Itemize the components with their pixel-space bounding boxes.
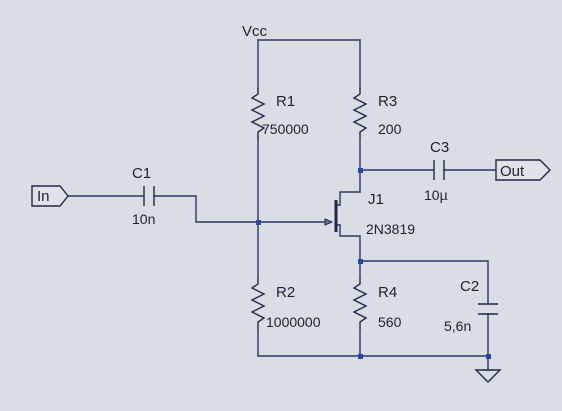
n-channel-jfet-icon [324, 200, 340, 232]
ground-junction-c2 [486, 354, 491, 359]
r4-ref: R4 [378, 284, 397, 301]
wires [65, 39, 497, 371]
input-port-label: In [37, 188, 50, 205]
source-lead-wire [339, 224, 361, 279]
output-port[interactable]: Out [495, 159, 551, 181]
r4-value: 560 [378, 314, 402, 330]
input-port[interactable]: In [31, 185, 69, 207]
ground-junction-r4 [358, 354, 363, 359]
resistor-r3[interactable]: R3 200 [352, 88, 402, 140]
r1-ref: R1 [276, 93, 295, 110]
capacitor-c3[interactable]: C3 10µ [424, 139, 449, 203]
c3-value: 10µ [424, 187, 448, 203]
r2-ref: R2 [276, 284, 295, 301]
c1-right-wire [153, 195, 259, 223]
j1-ref: J1 [368, 191, 384, 208]
c3-ref: C3 [430, 139, 449, 156]
drain-lead-wire [339, 191, 361, 206]
c1-value: 10n [132, 211, 155, 227]
resistor-r4[interactable]: R4 560 [352, 278, 402, 330]
source-junction [358, 259, 363, 264]
resistor-icon [250, 278, 266, 330]
c2-ref: C2 [460, 278, 479, 295]
r3-value: 200 [378, 121, 402, 137]
ground-icon [474, 369, 502, 383]
junctions [256, 168, 491, 359]
resistor-icon [352, 278, 368, 330]
resistor-icon [250, 88, 266, 140]
c2-value: 5,6n [444, 318, 471, 334]
capacitor-icon [143, 186, 155, 206]
r2-value: 1000000 [266, 314, 321, 330]
resistor-r2[interactable]: R2 1000000 [250, 278, 321, 330]
drain-junction [358, 168, 363, 173]
c1-ref: C1 [132, 165, 151, 182]
resistor-r1[interactable]: R1 750000 [250, 88, 309, 140]
output-port-label: Out [500, 163, 525, 180]
vcc-label: Vcc [242, 23, 268, 40]
r3-ref: R3 [378, 93, 397, 110]
c2-top-wire [359, 260, 489, 305]
capacitor-c1[interactable]: C1 10n [132, 165, 155, 227]
capacitor-icon [433, 160, 445, 180]
capacitor-icon [478, 303, 498, 315]
j1-model: 2N3819 [366, 221, 415, 237]
resistor-icon [352, 88, 368, 140]
jfet-j1[interactable]: J1 2N3819 [324, 191, 415, 237]
gate-junction [256, 220, 261, 225]
r1-value: 750000 [262, 121, 309, 137]
output-port-flag [495, 159, 551, 181]
capacitor-c2[interactable]: C2 5,6n [444, 278, 498, 334]
input-port-flag [31, 185, 69, 207]
